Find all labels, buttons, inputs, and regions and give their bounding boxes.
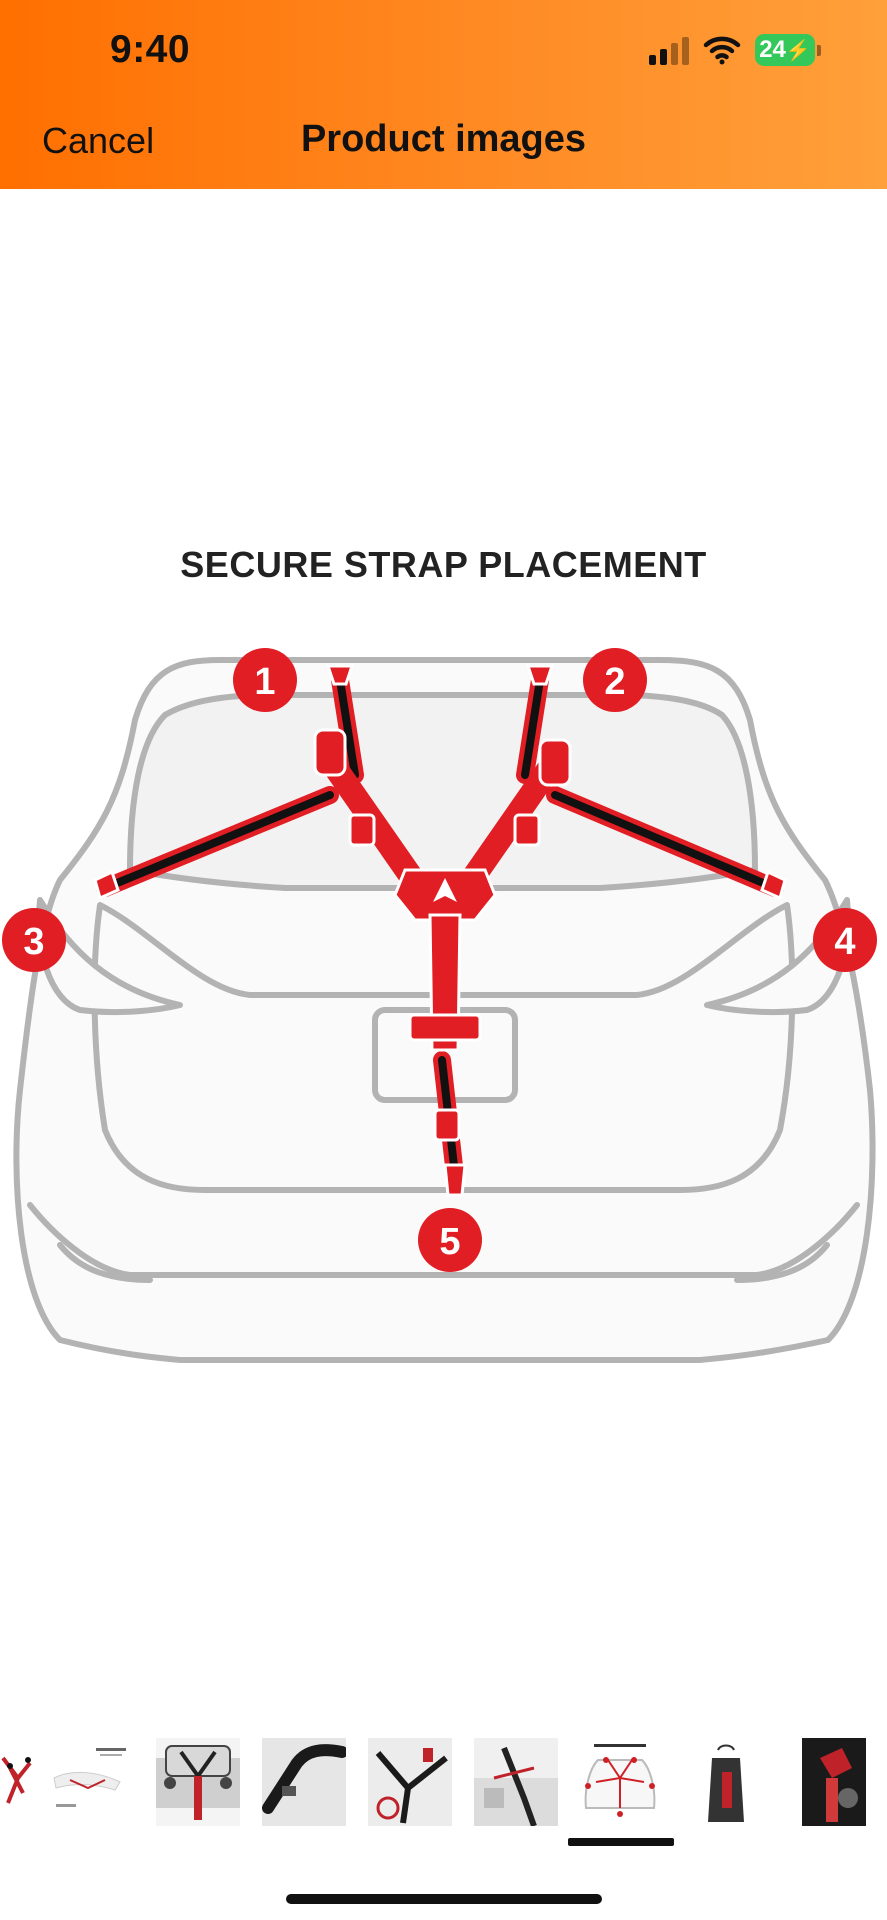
wifi-icon: [703, 36, 741, 65]
marker-5-label: 5: [439, 1221, 460, 1263]
marker-1: [233, 648, 297, 712]
marker-1-label: 1: [254, 661, 275, 703]
thumbnail-8[interactable]: [686, 1738, 770, 1826]
marker-4: [813, 908, 877, 972]
marker-2: [583, 648, 647, 712]
status-time: 9:40: [110, 28, 191, 71]
thumbnail-7[interactable]: [578, 1738, 662, 1826]
thumbnail-6[interactable]: [474, 1738, 558, 1826]
image-headline: SECURE STRAP PLACEMENT: [180, 544, 707, 585]
thumbnail-4[interactable]: [262, 1738, 346, 1826]
marker-5: [418, 1208, 482, 1272]
selected-thumbnail-indicator: [568, 1838, 674, 1846]
marker-4-label: 4: [834, 921, 855, 963]
home-indicator: [286, 1894, 602, 1904]
thumbnail-strip: [0, 1738, 887, 1830]
product-image[interactable]: 1 2 3 4 5: [0, 189, 887, 1689]
header: 9:40 24⚡ Cancel Product images: [0, 0, 887, 189]
cancel-button[interactable]: Cancel: [42, 120, 155, 161]
page-title: Product images: [300, 118, 587, 160]
marker-2-label: 2: [604, 661, 625, 703]
battery-level: 24: [759, 36, 786, 63]
marker-3: [2, 908, 66, 972]
thumbnail-2[interactable]: [50, 1738, 134, 1826]
status-icons: 24⚡: [649, 34, 821, 66]
thumbnail-5[interactable]: [368, 1738, 452, 1826]
thumbnail-1[interactable]: [0, 1738, 36, 1826]
thumbnail-3[interactable]: [156, 1738, 240, 1826]
marker-3-label: 3: [23, 921, 44, 963]
battery-charging-icon: 24⚡: [755, 34, 821, 66]
cellular-signal-icon: [649, 35, 689, 65]
thumbnail-9[interactable]: [802, 1738, 866, 1826]
